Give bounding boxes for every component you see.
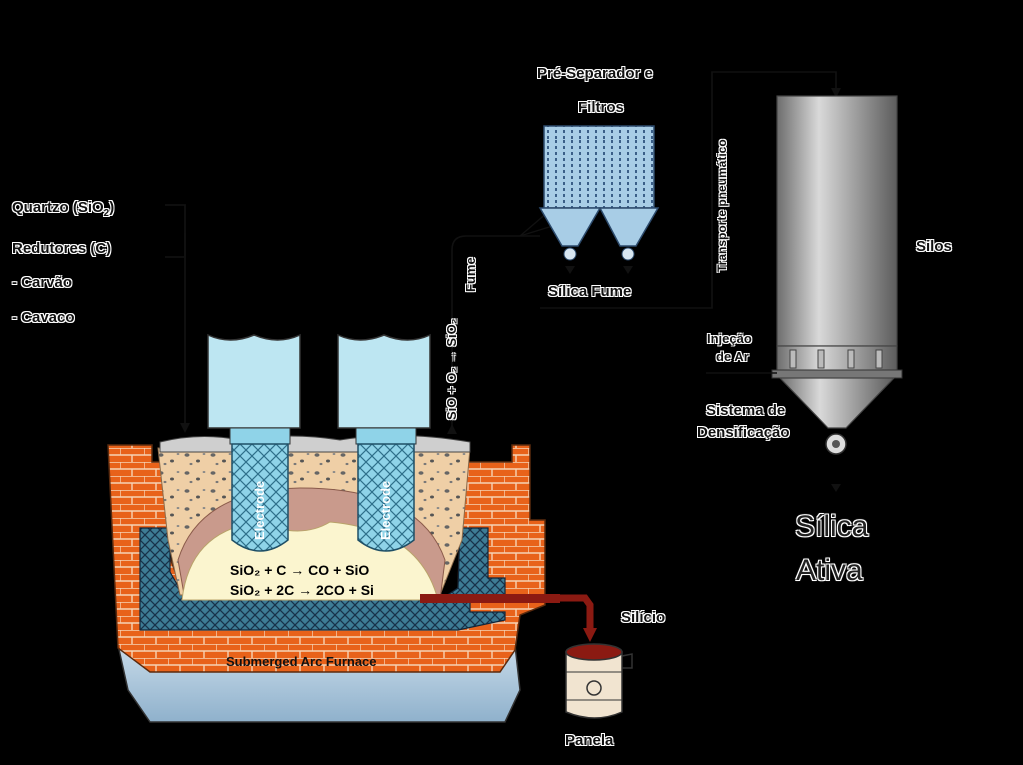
filter-hopper [598,207,660,247]
input-quartzo: Quartzo (SiO2) [12,199,115,219]
electrode-right-holder [337,333,431,429]
air-injection-line1: Injeção [707,331,752,346]
raw-material-surface [159,434,471,453]
electrode-right-collar [355,427,417,445]
fume-up-arrow-icon [447,424,457,434]
electrode-left-holder [207,333,301,429]
panela-label: Panela [565,732,614,749]
fume-duct [451,235,540,251]
silo-cone [778,377,896,429]
rotary-valve-left-icon [563,247,577,261]
rotary-valve-right-icon [621,247,635,261]
silo-ring [771,369,903,379]
input-cavaco: - Cavaco [12,309,75,326]
filter-unit [538,125,660,274]
silo [706,95,903,492]
silica-ativa-line1: Sílica [795,510,869,543]
fume-label: Fume [463,257,478,292]
air-injection-line2: de Ar [716,349,749,364]
ladle-trunnion [586,680,602,696]
filter-output-right-arrow-icon [623,266,633,274]
silo-body [776,95,898,347]
input-bracket [165,204,186,258]
furnace [107,434,597,723]
reaction-2: SiO₂ + 2C → 2CO + Si [230,582,374,598]
silo-inlet-arrow-icon [831,88,841,98]
silica-output-arrow-icon [831,484,841,492]
reaction-1: SiO₂ + C → CO + SiO [230,562,370,578]
filter-title-line1: Pré-Separador e [537,65,653,82]
ladle-molten-silicon [565,643,623,661]
silica-ativa-line2: Ativa [796,554,863,587]
filter-output-left-arrow-icon [565,266,575,274]
densification-line1: Sistema de [706,402,786,419]
input-feed [165,204,190,433]
input-redutores: Redutores (C) [12,240,112,257]
densification-line2: Densificação [697,424,790,441]
tap-channel [420,594,560,603]
furnace-name: Submerged Arc Furnace [226,654,377,669]
silicon-arrow-icon [583,628,597,642]
electrode-left-collar [229,427,291,445]
silica-fume-label: Sílica Fume [548,283,632,300]
gas-reaction-label: SiO + O₂ → SiO₂ [444,318,459,421]
input-carvao: - Carvão [12,274,73,291]
electrode-right-label: Electrode [378,480,393,540]
ladle-body [565,651,623,719]
electrode-left [231,443,289,552]
pneumatic-line [540,71,841,309]
filter-title-line2: Filtros [578,99,624,116]
feed-arrow-icon [180,423,190,433]
transport-pipe [540,71,837,309]
electrodes [207,333,431,552]
silicon-stream [545,594,594,630]
pneumatic-transport-label: Transporte pneumático [715,139,729,272]
silos-label: Silos [916,238,952,255]
pre-separator-hopper [538,207,602,247]
silo-ribs [789,349,883,369]
electrode-left-label: Electrode [252,480,267,540]
densification-valve-hub [832,440,840,448]
ladle [565,643,633,719]
filter-bags [543,125,655,209]
ladle-handle [621,653,633,669]
silicio-label: Silício [621,609,666,626]
electrode-right [357,443,415,552]
